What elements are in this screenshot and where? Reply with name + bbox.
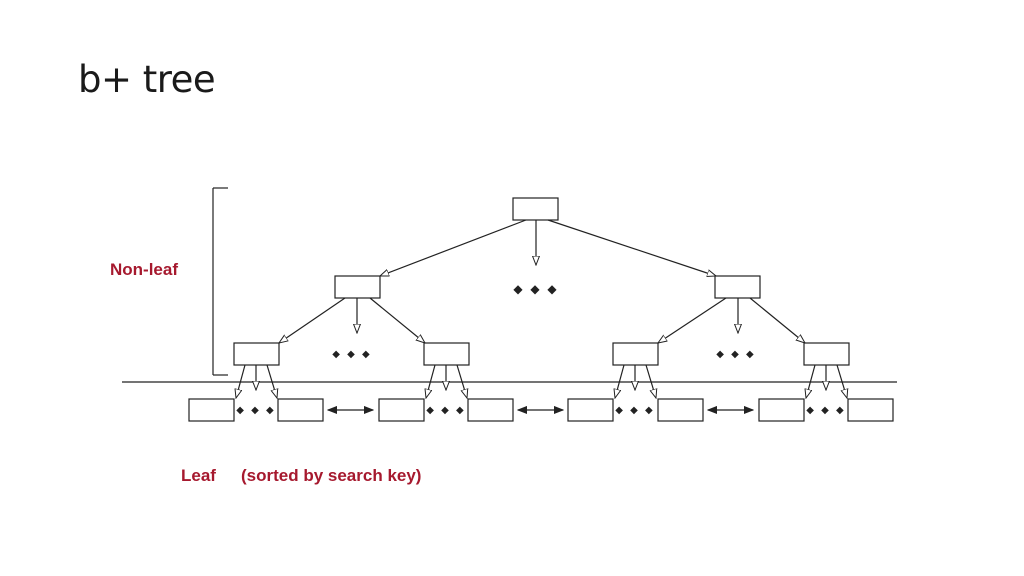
leaf-node-7 bbox=[758, 398, 805, 422]
root-node bbox=[512, 197, 559, 221]
ellipsis-leaf-3: ◆ ◆ ◆ bbox=[615, 405, 654, 416]
leaf-node-4 bbox=[467, 398, 514, 422]
level1-right-edges bbox=[658, 297, 805, 343]
ellipsis-level1: ◆ ◆ ◆ bbox=[513, 282, 558, 296]
leaf-node-1 bbox=[188, 398, 235, 422]
ellipsis-leaf-2: ◆ ◆ ◆ bbox=[426, 405, 465, 416]
level1-left-edges bbox=[279, 297, 425, 343]
leaf-sorted-note: (sorted by search key) bbox=[241, 466, 421, 485]
ellipsis-level2-left: ◆ ◆ ◆ bbox=[332, 349, 371, 360]
level2-edges bbox=[236, 364, 847, 398]
non-leaf-label: Non-leaf bbox=[110, 260, 178, 279]
root-edges bbox=[380, 219, 716, 276]
leaf-node-8 bbox=[847, 398, 894, 422]
level2-node-4 bbox=[803, 342, 850, 366]
ellipsis-leaf-1: ◆ ◆ ◆ bbox=[236, 405, 275, 416]
leaf-label: Leaf bbox=[181, 466, 216, 485]
level2-node-3 bbox=[612, 342, 659, 366]
level2-node-2 bbox=[423, 342, 470, 366]
leaf-node-3 bbox=[378, 398, 425, 422]
ellipsis-leaf-4: ◆ ◆ ◆ bbox=[806, 405, 845, 416]
ellipsis-level2-right: ◆ ◆ ◆ bbox=[716, 349, 755, 360]
leaf-node-6 bbox=[657, 398, 704, 422]
leaf-node-2 bbox=[277, 398, 324, 422]
level1-node-right bbox=[714, 275, 761, 299]
slide-title: b+ tree bbox=[78, 58, 216, 101]
level1-node-left bbox=[334, 275, 381, 299]
level2-node-1 bbox=[233, 342, 280, 366]
leaf-node-5 bbox=[567, 398, 614, 422]
non-leaf-bracket bbox=[212, 187, 228, 376]
